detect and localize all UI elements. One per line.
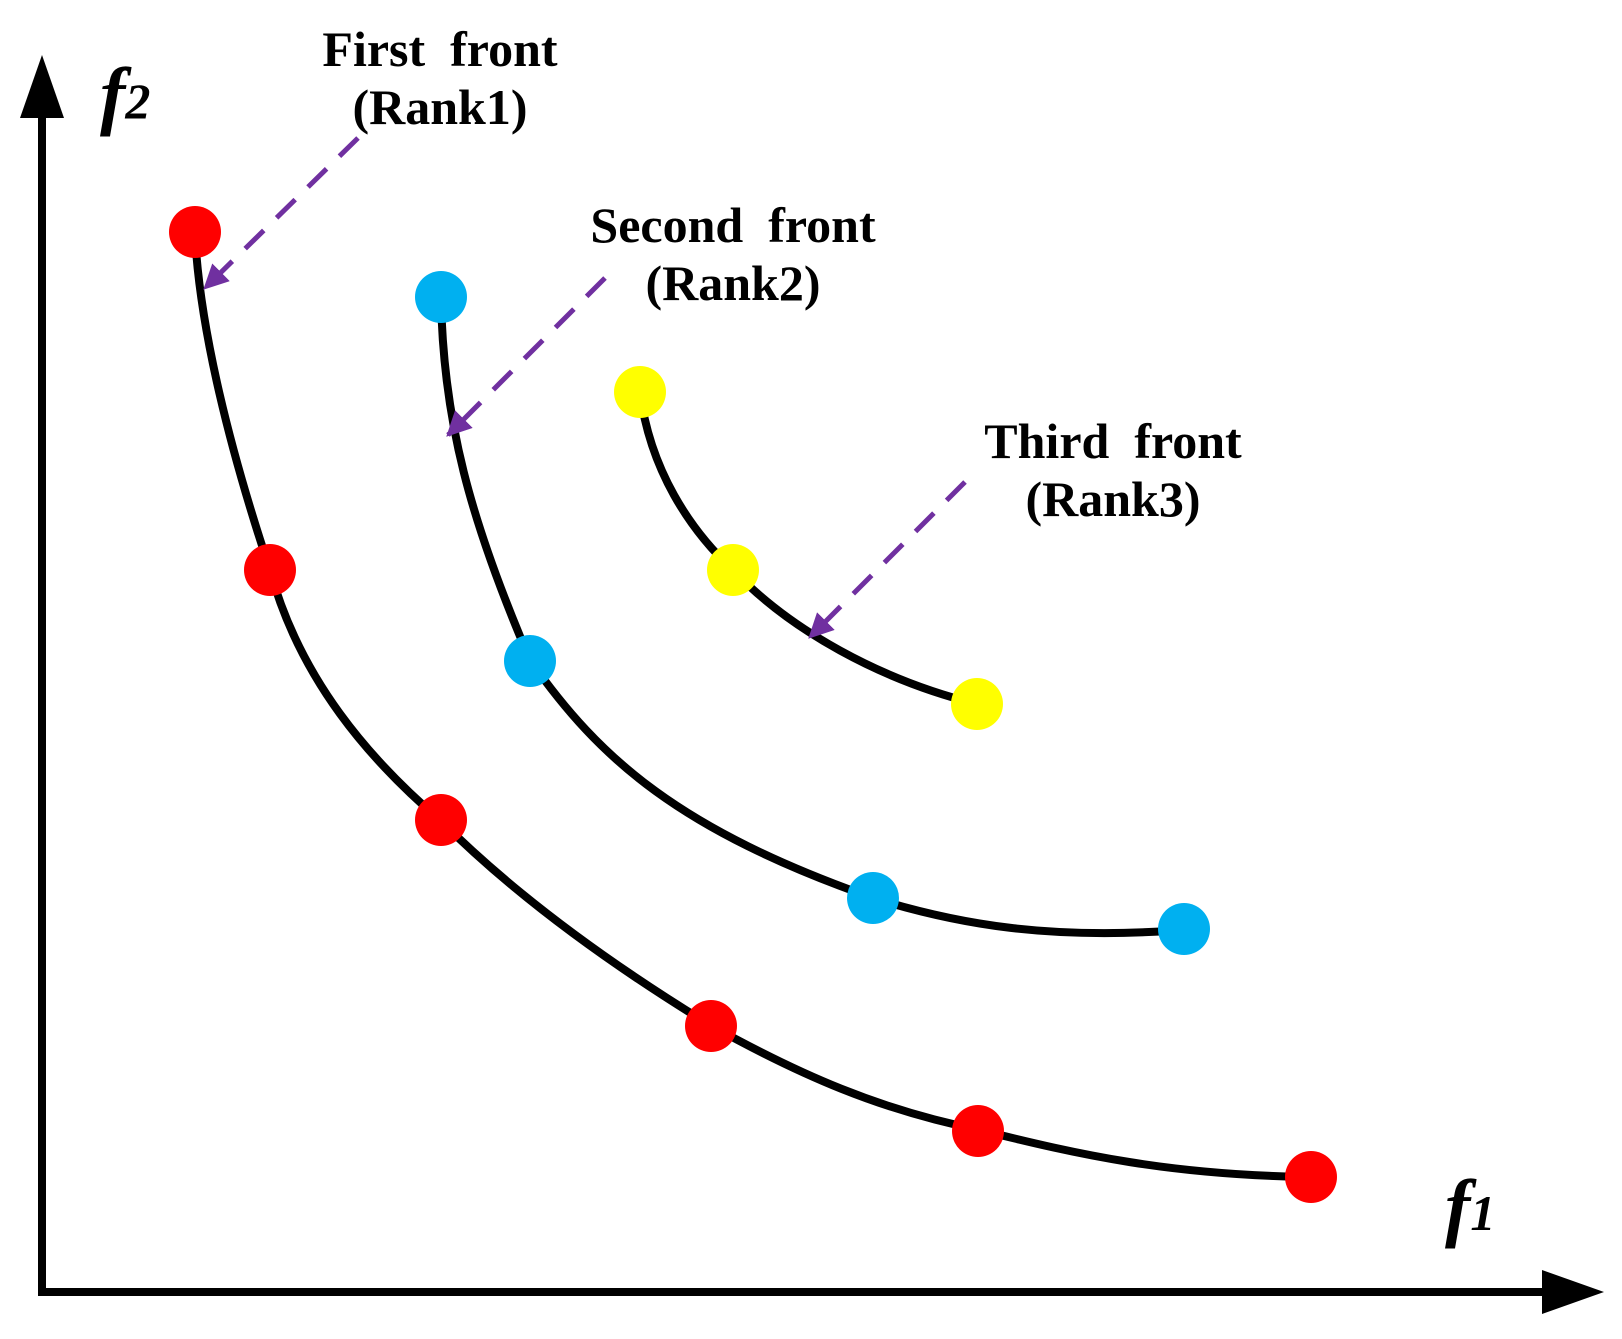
front-rank2-point: [415, 271, 467, 323]
rank1-label-line1: First front: [322, 21, 557, 77]
axes: [20, 55, 1604, 1314]
rank2-pointer-arrow: [446, 276, 607, 437]
rank3-label-line2: (Rank3): [1025, 471, 1200, 527]
rank1-pointer-arrow: [203, 136, 360, 290]
rank3-pointer-arrow: [808, 480, 967, 639]
front-rank2-point: [1158, 903, 1210, 955]
x-axis-arrowhead: [1542, 1270, 1604, 1314]
front-rank1-point: [415, 794, 467, 846]
front-rank1-point: [244, 544, 296, 596]
rank1-label-line2: (Rank1): [352, 79, 527, 135]
front-rank2-curve: [437, 293, 1187, 938]
x-axis-label-sub: 1: [1470, 1185, 1495, 1241]
front-labels: First front (Rank1) Second front (Rank2)…: [322, 21, 1242, 527]
y-axis-label-sub: 2: [124, 73, 150, 129]
x-axis-label: f1: [1445, 1165, 1495, 1249]
front-rank1-point: [952, 1105, 1004, 1157]
y-axis-label: f2: [100, 53, 150, 137]
front-rank3-point: [951, 678, 1003, 730]
front-rank1-point: [169, 206, 221, 258]
front-rank2-point: [504, 635, 556, 687]
front-rank3-point: [614, 366, 666, 418]
front-rank3-curve: [636, 388, 981, 708]
front-rank3-point: [707, 544, 759, 596]
front-rank1: [169, 206, 1337, 1203]
front-rank2: [415, 271, 1210, 955]
annotation-arrows: [203, 136, 967, 639]
rank2-label-line2: (Rank2): [645, 255, 820, 311]
rank2-label-line1: Second front: [590, 197, 876, 253]
front-rank1-curve: [191, 231, 1314, 1181]
front-rank1-point: [685, 1000, 737, 1052]
front-rank2-point: [847, 872, 899, 924]
y-axis-arrowhead: [20, 55, 64, 118]
rank3-label-line1: Third front: [984, 413, 1242, 469]
front-rank3: [614, 366, 1003, 730]
front-rank1-point: [1285, 1151, 1337, 1203]
